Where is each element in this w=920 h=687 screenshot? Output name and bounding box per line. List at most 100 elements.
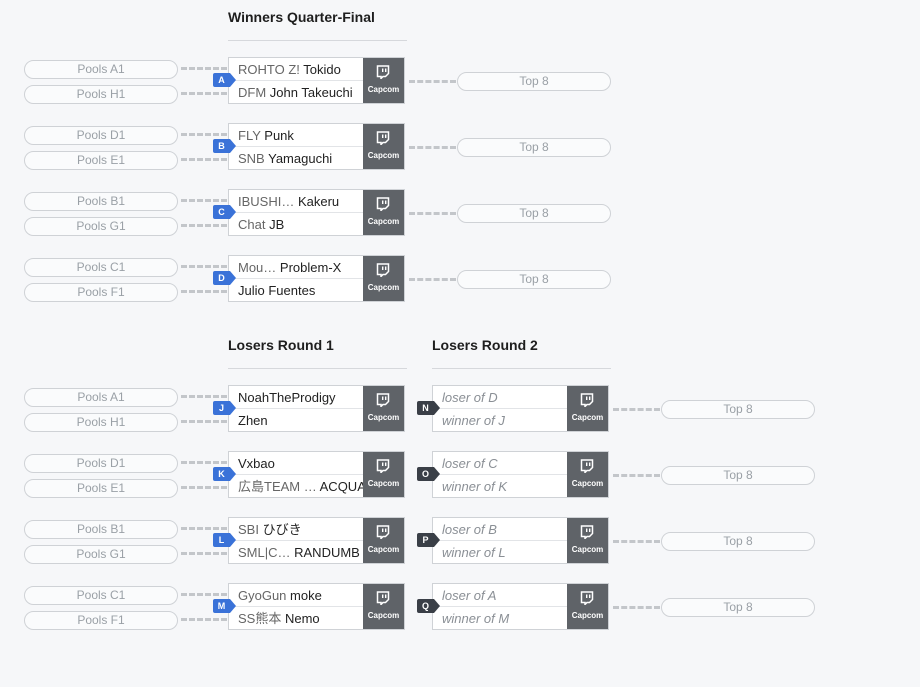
player-slot[interactable]: winner of M	[442, 611, 510, 626]
stream-button[interactable]: Capcom	[567, 518, 608, 563]
source-slot[interactable]: Pools C1	[24, 586, 178, 605]
source-slot[interactable]: Pools F1	[24, 283, 178, 302]
match-card[interactable]: Mou… Problem-X Julio Fuentes Capcom	[228, 255, 405, 302]
stream-button[interactable]: Capcom	[363, 190, 404, 235]
stream-button[interactable]: Capcom	[567, 584, 608, 629]
stream-label: Capcom	[367, 283, 400, 292]
source-slot[interactable]: Top 8	[457, 138, 611, 157]
source-slot[interactable]: Top 8	[661, 466, 815, 485]
stream-button[interactable]: Capcom	[363, 256, 404, 301]
player-name: Julio Fuentes	[238, 283, 316, 298]
player-slot[interactable]: loser of C	[433, 452, 569, 475]
stream-label: Capcom	[571, 479, 604, 488]
match-id-badge: A	[213, 73, 237, 87]
twitch-icon	[376, 393, 390, 409]
stream-button[interactable]: Capcom	[363, 386, 404, 431]
player-name: Zhen	[238, 413, 268, 428]
connector-line	[613, 474, 660, 477]
player-name: Tokido	[303, 62, 341, 77]
source-slot[interactable]: Top 8	[661, 400, 815, 419]
connector-line	[181, 199, 227, 202]
source-slot[interactable]: Top 8	[661, 532, 815, 551]
player-slot[interactable]: SML|C… RANDUMB	[229, 541, 365, 564]
player-name: JB	[269, 217, 285, 232]
player-slot[interactable]: winner of L	[442, 545, 506, 560]
source-slot[interactable]: Top 8	[457, 72, 611, 91]
stream-label: Capcom	[367, 85, 400, 94]
player-name: John Takeuchi	[269, 85, 353, 100]
player-slot[interactable]: winner of K	[442, 479, 508, 494]
stream-label: Capcom	[367, 545, 400, 554]
match-card[interactable]: loser of D winner of J Capcom	[432, 385, 609, 432]
stream-button[interactable]: Capcom	[567, 386, 608, 431]
player-prefix: GyoGun	[238, 588, 287, 603]
source-slot[interactable]: Pools A1	[24, 60, 178, 79]
match-id-label: P	[422, 535, 429, 545]
connector-line	[181, 527, 227, 530]
player-slot[interactable]: 広島TEAM … ACQUA	[229, 475, 365, 498]
source-slot[interactable]: Pools G1	[24, 545, 178, 564]
source-slot[interactable]: Pools E1	[24, 479, 178, 498]
player-name: RANDUMB	[294, 545, 360, 560]
source-slot[interactable]: Pools H1	[24, 413, 178, 432]
player-slot[interactable]: Chat JB	[229, 213, 365, 236]
source-slot[interactable]: Pools D1	[24, 454, 178, 473]
match-id-badge: M	[213, 599, 237, 613]
stream-button[interactable]: Capcom	[363, 518, 404, 563]
source-slot[interactable]: Pools B1	[24, 520, 178, 539]
player-slot[interactable]: IBUSHI… Kakeru	[229, 190, 365, 213]
player-slot[interactable]: loser of D	[433, 386, 569, 409]
connector-line	[181, 133, 227, 136]
source-slot[interactable]: Pools D1	[24, 126, 178, 145]
player-slot[interactable]: GyoGun moke	[229, 584, 365, 607]
player-slot[interactable]: Zhen	[229, 409, 365, 432]
player-slot[interactable]: loser of A	[433, 584, 569, 607]
player-slot[interactable]: NoahTheProdigy	[229, 386, 365, 409]
stream-button[interactable]: Capcom	[363, 124, 404, 169]
match-card[interactable]: loser of A winner of M Capcom	[432, 583, 609, 630]
connector-line	[181, 224, 227, 227]
player-prefix: IBUSHI…	[238, 194, 295, 209]
connector-line	[181, 552, 227, 555]
match-card[interactable]: loser of C winner of K Capcom	[432, 451, 609, 498]
player-slot[interactable]: Julio Fuentes	[229, 279, 365, 302]
player-slot[interactable]: Mou… Problem-X	[229, 256, 365, 279]
stream-button[interactable]: Capcom	[363, 584, 404, 629]
source-slot[interactable]: Pools G1	[24, 217, 178, 236]
player-slot[interactable]: SNB Yamaguchi	[229, 147, 365, 170]
player-slot[interactable]: winner of J	[442, 413, 505, 428]
stream-label: Capcom	[367, 611, 400, 620]
source-slot[interactable]: Top 8	[457, 270, 611, 289]
twitch-icon	[580, 591, 594, 607]
twitch-icon	[376, 197, 390, 213]
source-slot[interactable]: Pools C1	[24, 258, 178, 277]
stream-button[interactable]: Capcom	[363, 58, 404, 103]
stream-label: Capcom	[571, 413, 604, 422]
player-slot[interactable]: FLY Punk	[229, 124, 365, 147]
source-slot[interactable]: Pools E1	[24, 151, 178, 170]
source-slot[interactable]: Pools H1	[24, 85, 178, 104]
stream-button[interactable]: Capcom	[567, 452, 608, 497]
source-slot[interactable]: Top 8	[661, 598, 815, 617]
source-slot[interactable]: Pools A1	[24, 388, 178, 407]
player-slot[interactable]: Vxbao	[229, 452, 365, 475]
source-slot[interactable]: Pools F1	[24, 611, 178, 630]
player-slot[interactable]: DFM John Takeuchi	[229, 81, 365, 104]
source-slot[interactable]: Top 8	[457, 204, 611, 223]
player-slot[interactable]: ROHTO Z! Tokido	[229, 58, 365, 81]
player-slot[interactable]: SS熊本 Nemo	[229, 607, 365, 630]
player-slot[interactable]: loser of B	[433, 518, 569, 541]
player-slot[interactable]: SBI ひびき	[229, 518, 365, 541]
connector-line	[181, 67, 227, 70]
header-underline	[228, 40, 407, 41]
source-slot[interactable]: Pools B1	[24, 192, 178, 211]
stream-button[interactable]: Capcom	[363, 452, 404, 497]
match-card[interactable]: loser of B winner of L Capcom	[432, 517, 609, 564]
